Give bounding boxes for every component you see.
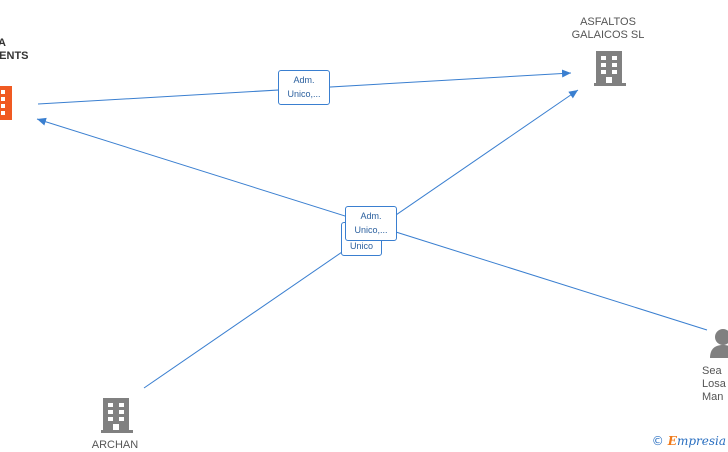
edge-label-center[interactable]: Adm. Unico,... [345, 206, 397, 241]
asfaltos-name[interactable]: ASFALTOS GALAICOS SL [571, 16, 645, 41]
copyright-symbol: © [651, 434, 664, 448]
edge-label-top[interactable]: Adm. Unico,... [278, 70, 330, 105]
main-company-name[interactable]: RA MENTS – [0, 37, 29, 62]
brand-rest: mpresia [676, 434, 726, 448]
brand-initial: E [667, 434, 677, 448]
building-icon[interactable] [594, 51, 626, 87]
empresia-watermark: ©Empresia [652, 434, 726, 448]
building-icon[interactable] [0, 86, 14, 122]
person-name[interactable]: Sea Losa Man [702, 365, 726, 403]
building-icon[interactable] [101, 398, 133, 434]
person-icon[interactable] [710, 328, 728, 360]
archan-name[interactable]: ARCHAN [91, 439, 139, 451]
